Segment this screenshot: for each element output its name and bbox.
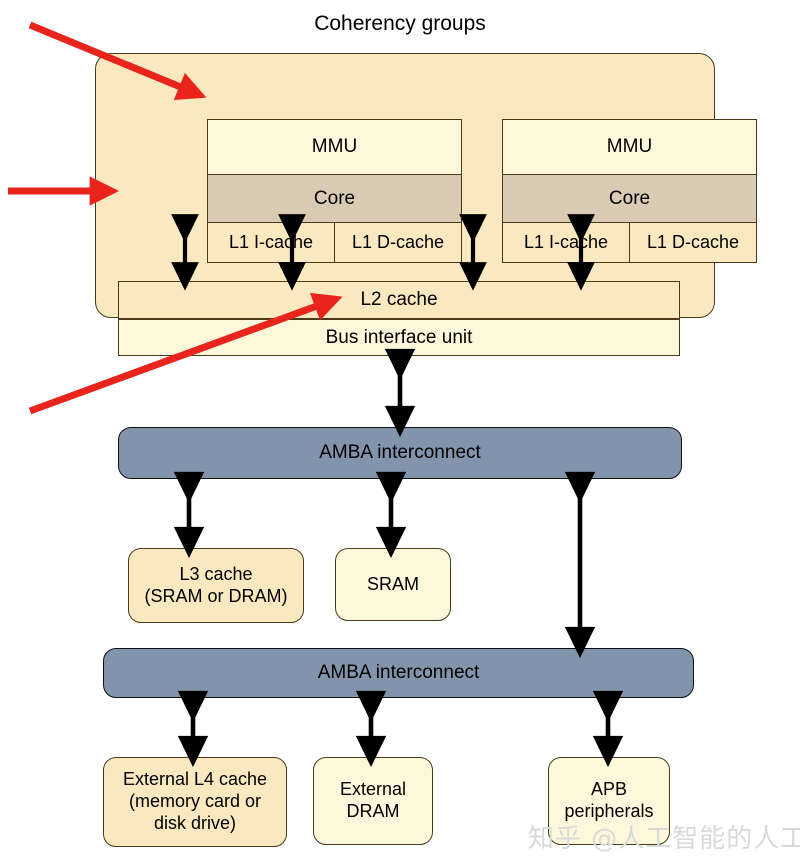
core-cluster-1: MMU Core L1 I-cache L1 D-cache <box>502 119 757 269</box>
apb-peripherals-line1: APB <box>590 779 628 800</box>
core-block-0: Core <box>207 175 462 223</box>
mmu-block-1: MMU <box>502 119 757 175</box>
apb-peripherals-block: APB peripherals <box>548 757 670 845</box>
l1-icache-0: L1 I-cache <box>207 223 335 263</box>
coherency-group-container: MMU Core L1 I-cache L1 D-cache MMU Core … <box>95 53 757 318</box>
external-dram-block: External DRAM <box>313 757 433 845</box>
sram-line1: SRAM <box>366 573 419 594</box>
l1-icache-1: L1 I-cache <box>502 223 630 263</box>
amba-interconnect-lower: AMBA interconnect <box>103 648 694 698</box>
l2-cache-block: L2 cache <box>118 281 680 319</box>
l1-dcache-0: L1 D-cache <box>334 223 462 263</box>
core-cluster-0: MMU Core L1 I-cache L1 D-cache <box>207 119 462 269</box>
external-l4-cache-block: External L4 cache (memory card or disk d… <box>103 757 287 847</box>
l3-cache-line1: L3 cache <box>179 563 253 584</box>
l3-cache-line2: (SRAM or DRAM) <box>144 585 288 606</box>
external-l4-line3: disk drive) <box>153 812 237 833</box>
mmu-block-0: MMU <box>207 119 462 175</box>
apb-peripherals-line2: peripherals <box>564 801 654 821</box>
l3-cache-block: L3 cache (SRAM or DRAM) <box>128 548 304 623</box>
bus-interface-unit-block: Bus interface unit <box>118 319 680 356</box>
core-block-1: Core <box>502 175 757 223</box>
amba-interconnect-upper: AMBA interconnect <box>118 427 682 479</box>
external-l4-line1: External L4 cache <box>122 769 268 790</box>
sram-block: SRAM <box>335 548 451 621</box>
external-l4-line2: (memory card or <box>128 791 262 812</box>
diagram-title: Coherency groups <box>314 12 486 35</box>
l1-dcache-1: L1 D-cache <box>629 223 757 263</box>
external-dram-line1: External <box>339 779 407 800</box>
watermark-text: 知乎 @人工智能的人工 <box>528 824 800 854</box>
external-dram-line2: DRAM <box>346 801 400 821</box>
